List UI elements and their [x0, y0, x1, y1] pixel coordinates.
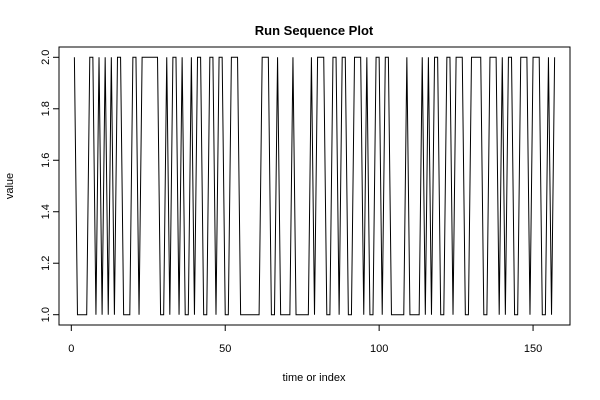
x-tick-label: 0 — [68, 343, 74, 355]
y-tick-label: 1.0 — [40, 307, 52, 322]
series-layer — [73, 56, 556, 316]
series-line-1 — [73, 56, 556, 316]
y-tick-label: 1.2 — [40, 256, 52, 271]
x-tick-label: 50 — [219, 343, 231, 355]
y-axis-label: value — [4, 173, 16, 199]
y-tick-label: 2.0 — [40, 50, 52, 65]
y-tick-label: 1.8 — [40, 101, 52, 116]
y-tick-label: 1.6 — [40, 153, 52, 168]
x-axis: 0 50 100 150 — [68, 325, 542, 355]
plot-frame — [58, 46, 571, 326]
x-axis-label: time or index — [283, 372, 346, 384]
chart-title: Run Sequence Plot — [255, 23, 374, 38]
x-tick-label: 150 — [524, 343, 542, 355]
x-tick-label: 100 — [370, 343, 388, 355]
y-axis: 1.0 1.2 1.4 1.6 1.8 2.0 — [40, 50, 59, 322]
y-tick-label: 1.4 — [40, 204, 52, 219]
